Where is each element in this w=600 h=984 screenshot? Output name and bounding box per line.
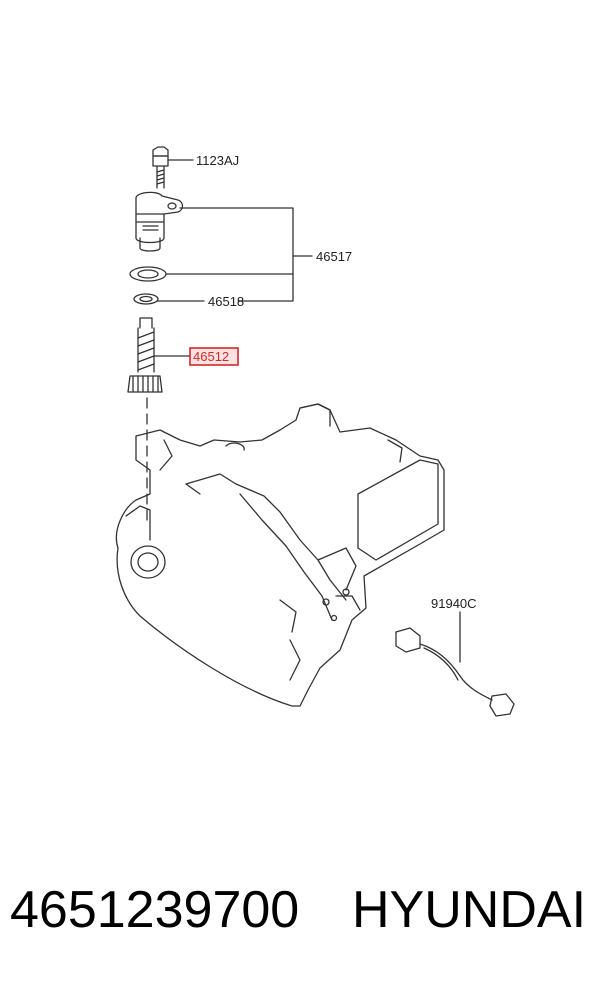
speed-sensor-part [135,191,184,252]
brand-caption: HYUNDAI [352,881,587,939]
washer-part [129,266,167,282]
driven-gear-part [127,317,191,393]
callout-46517[interactable]: 46517 [316,249,352,264]
callout-91940C[interactable]: 91940C [431,596,477,611]
part-number-caption: 4651239700 [10,881,300,939]
highlight-box [189,347,239,366]
callout-46518[interactable]: 46518 [208,294,244,309]
bolt-part [152,146,194,189]
callout-1123AJ[interactable]: 1123AJ [196,153,239,168]
transaxle-housing-part [115,403,445,707]
seal-ring-part [133,293,159,305]
callout-46512[interactable]: 46512 [193,349,229,364]
harness-part [395,611,515,717]
leader-46517 [157,207,313,302]
